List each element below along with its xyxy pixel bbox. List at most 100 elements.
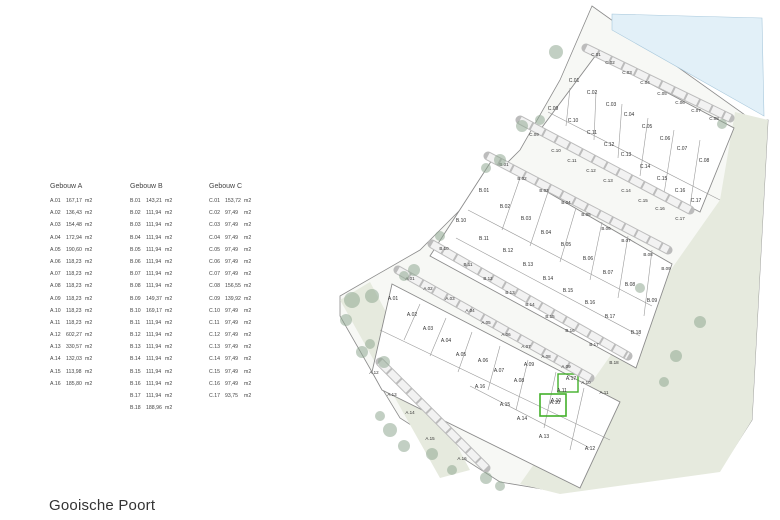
garden-label: B.15: [545, 314, 555, 319]
unit-id: A.14: [50, 356, 61, 363]
unit-area: 97,49: [225, 380, 238, 387]
unit-divider: [501, 177, 521, 231]
tree: [435, 231, 445, 241]
garden-label: A.15: [425, 436, 435, 441]
unit-area: 111,94: [146, 258, 162, 265]
unit-area: 111,94: [146, 344, 162, 351]
unit-id: A.09: [50, 295, 61, 302]
unit-label: C.09: [548, 106, 559, 112]
unit-id: B.02: [130, 210, 141, 217]
unit-measure: m2: [85, 307, 93, 314]
tree: [670, 350, 682, 362]
garden-label: C.08: [709, 116, 719, 121]
garden-label: A.11: [600, 390, 609, 395]
garden-label: C.12: [586, 168, 596, 173]
garden-label: A.05: [481, 320, 491, 325]
unit-area: 111,94: [146, 246, 162, 253]
garden-label: C.16: [655, 206, 665, 211]
unit-id: B.06: [130, 258, 141, 265]
unit-label: C.14: [640, 164, 651, 170]
garden-strip-cells: [584, 44, 732, 122]
garden-label: C.06: [675, 100, 685, 105]
unit-area: 97,49: [225, 210, 238, 217]
unit-area: 118,23: [66, 295, 82, 302]
garden-label: C.03: [622, 70, 632, 75]
unit-measure: m2: [85, 344, 93, 351]
unit-measure: m2: [165, 210, 173, 217]
project-title: Gooische Poort: [49, 497, 156, 514]
garden-label: B.09: [661, 266, 671, 271]
unit-area: 111,94: [146, 368, 162, 375]
garden-label: B.04: [561, 200, 571, 205]
unit-area: 136,43: [66, 210, 82, 217]
unit-label: C.03: [606, 102, 617, 108]
unit-measure: m2: [244, 283, 252, 290]
unit-area: 93,75: [225, 393, 238, 399]
unit-label: A.10: [551, 398, 562, 404]
tree: [494, 154, 506, 166]
unit-measure: m2: [85, 295, 93, 302]
garden-label: A.10: [581, 380, 591, 385]
unit-measure: m2: [244, 356, 252, 363]
unit-area: 97,49: [225, 368, 238, 375]
tree: [717, 119, 727, 129]
unit-measure: m2: [244, 222, 252, 229]
unit-divider: [455, 237, 641, 337]
unit-id: C.16: [209, 380, 220, 387]
unit-label: B.01: [479, 188, 490, 194]
tree: [426, 448, 438, 460]
unit-area: 153,72: [225, 198, 241, 204]
unit-label: C.04: [624, 112, 635, 118]
unit-area: 111,94: [146, 380, 162, 387]
unit-id: B.14: [130, 356, 141, 363]
unit-label: C.13: [621, 152, 632, 158]
unit-measure: m2: [165, 258, 173, 265]
garden-label: C.04: [640, 80, 650, 85]
unit-divider: [515, 359, 529, 411]
garden-strip-cells: [396, 266, 592, 382]
unit-id: C.17: [209, 393, 220, 399]
unit-measure: m2: [165, 319, 173, 326]
tree: [340, 314, 352, 326]
unit-area: 169,17: [146, 307, 162, 314]
unit-id: B.18: [130, 405, 141, 412]
unit-measure: m2: [165, 344, 173, 351]
unit-measure: m2: [165, 405, 173, 412]
unit-id: B.01: [130, 198, 141, 204]
unit-measure: m2: [165, 198, 173, 204]
unit-divider: [429, 317, 447, 357]
unit-measure: m2: [85, 368, 93, 375]
unit-area: 111,94: [146, 319, 162, 326]
unit-area: 97,49: [225, 222, 238, 229]
unit-id: C.10: [209, 307, 220, 314]
unit-label: A.12: [585, 446, 596, 452]
unit-divider: [589, 221, 603, 281]
garden-label: C.17: [675, 216, 685, 221]
unit-id: B.07: [130, 271, 141, 278]
garden-label: C.05: [657, 91, 667, 96]
unit-label: C.16: [675, 188, 686, 194]
tree: [495, 481, 505, 491]
unit-area: 97,49: [225, 356, 238, 363]
unit-measure: m2: [244, 319, 252, 326]
unit-id: A.11: [50, 319, 61, 326]
unit-measure: m2: [85, 332, 93, 339]
unit-id: B.04: [130, 234, 141, 241]
unit-area: 97,49: [225, 234, 238, 241]
unit-area: 97,49: [225, 258, 238, 265]
unit-measure: m2: [244, 246, 252, 253]
unit-label: A.07: [494, 368, 505, 374]
unit-measure: m2: [165, 393, 173, 399]
water-feature: [611, 13, 765, 117]
